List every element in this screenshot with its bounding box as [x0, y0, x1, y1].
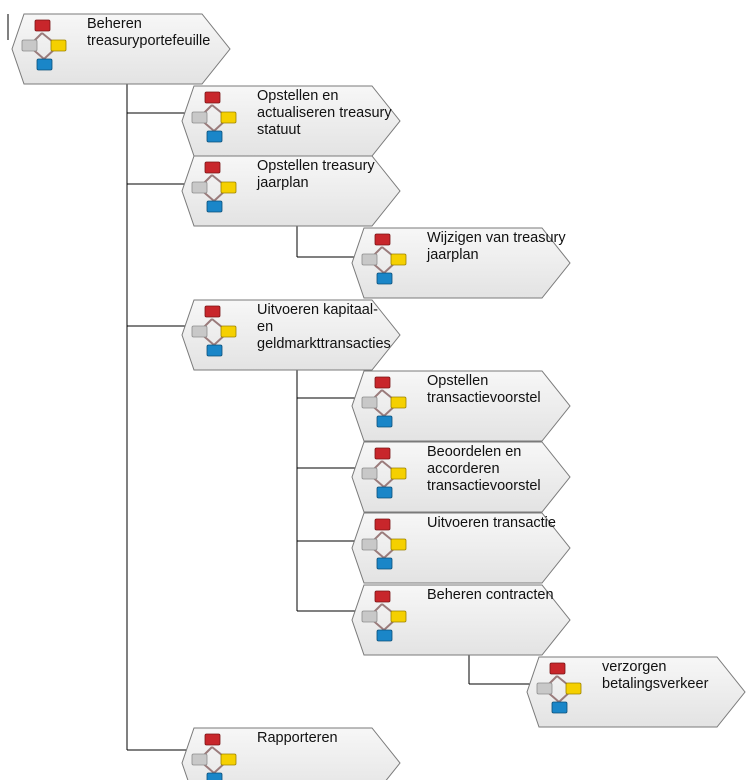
process-hierarchy-icon — [191, 91, 237, 143]
process-node-label-line: Opstellen — [427, 373, 488, 389]
process-node-label-line: betalingsverkeer — [602, 676, 709, 692]
process-node-label-line: Beheren — [87, 16, 142, 32]
process-hierarchy-icon — [191, 305, 237, 357]
process-node-shape — [351, 441, 571, 513]
process-node-shape — [11, 13, 231, 85]
process-node-shape — [181, 155, 401, 227]
process-node-label-line: actualiseren treasury — [257, 105, 392, 121]
process-hierarchy-icon — [361, 590, 407, 642]
process-hierarchy-icon — [191, 733, 237, 780]
process-node-label-line: Beoordelen en — [427, 444, 521, 460]
process-hierarchy-icon — [361, 518, 407, 570]
process-node-label-line: statuut — [257, 122, 301, 138]
process-node-shape — [351, 227, 571, 299]
process-hierarchy-icon — [536, 662, 582, 714]
process-node-label-line: accorderen — [427, 461, 500, 477]
process-node-label: Rapporteren — [257, 730, 338, 746]
process-node-label-line: Uitvoeren kapitaal- — [257, 302, 378, 318]
process-node-label-line: transactievoorstel — [427, 390, 541, 406]
process-node-shape — [181, 727, 401, 780]
process-node-label-line: en — [257, 319, 273, 335]
process-hierarchy-icon — [21, 19, 67, 71]
process-node-shape — [351, 512, 571, 584]
process-hierarchy-icon — [191, 161, 237, 213]
process-node-label-line: verzorgen — [602, 659, 666, 675]
process-node-shape — [181, 299, 401, 371]
process-node-label-line: geldmarkttransacties — [257, 336, 391, 352]
process-node-label-line: Rapporteren — [257, 730, 338, 746]
process-node-shape — [351, 584, 571, 656]
process-node-label-line: Opstellen en — [257, 88, 338, 104]
process-node-label: Uitvoeren transactie — [427, 515, 556, 531]
process-node-beheren-contracten[interactable]: Beheren contracten — [351, 584, 571, 656]
process-hierarchy-icon — [361, 376, 407, 428]
process-node-label-line: Wijzigen van treasury — [427, 230, 566, 246]
process-node-label-line: jaarplan — [256, 175, 309, 191]
process-node-label-line: Uitvoeren transactie — [427, 515, 556, 531]
process-hierarchy-icon — [361, 447, 407, 499]
process-node-shape — [351, 370, 571, 442]
process-node-label: Beheren contracten — [427, 587, 554, 603]
process-node-label-line: transactievoorstel — [427, 478, 541, 494]
process-hierarchy-icon — [361, 233, 407, 285]
process-node-label-line: Opstellen treasury — [257, 158, 375, 174]
process-node-shape — [526, 656, 746, 728]
process-node-rapporteren[interactable]: Rapporteren — [181, 727, 401, 780]
process-node-label-line: treasuryportefeuille — [87, 33, 210, 49]
process-node-uitvoeren-transactie[interactable]: Uitvoeren transactie — [351, 512, 571, 584]
process-node-label-line: jaarplan — [426, 247, 479, 263]
process-node-label-line: Beheren contracten — [427, 587, 554, 603]
